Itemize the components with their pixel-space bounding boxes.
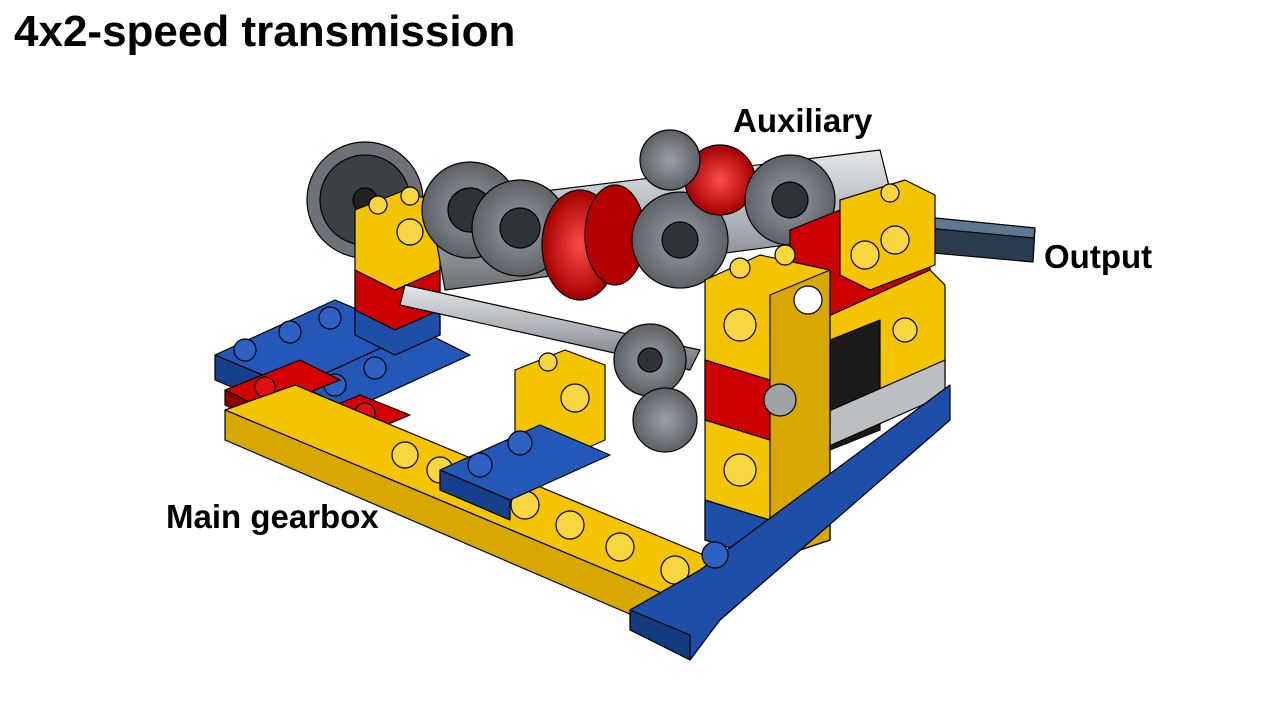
output-label: Output [1044,238,1153,275]
right-tower-back [789,179,946,451]
middle-blue-beam [439,424,611,521]
lower-shaft [399,284,701,453]
auxiliary-label: Auxiliary [733,102,873,139]
left-tower [354,186,441,356]
page-title: 4x2-speed transmission [14,7,516,56]
upper-shaft-assembly [421,129,901,301]
main-gearbox-label: Main gearbox [166,498,379,535]
right-base-beam [629,384,951,661]
